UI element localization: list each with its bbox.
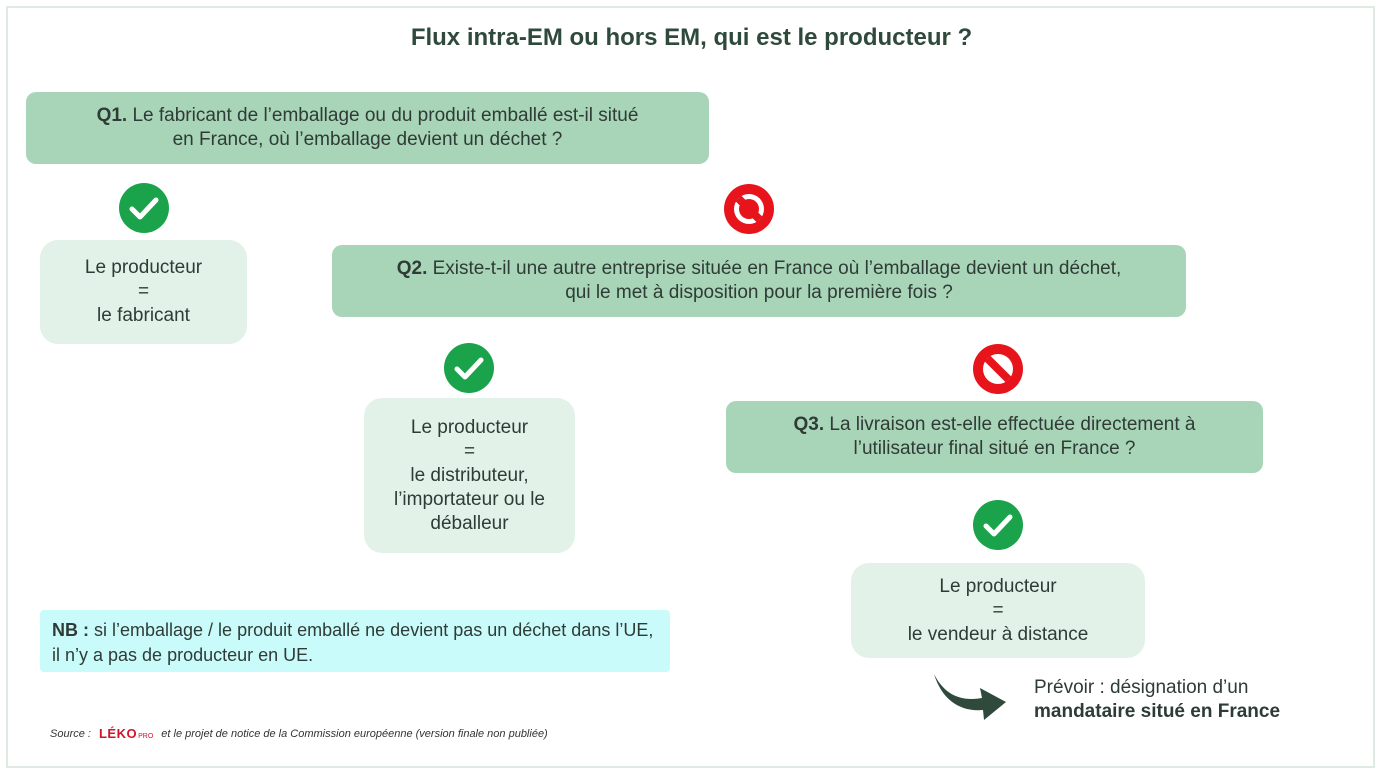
question-q2: Q2. Existe-t-il une autre entreprise sit…	[332, 245, 1186, 317]
check-circle-icon	[119, 183, 169, 233]
q2-text-line1: Existe-t-il une autre entreprise située …	[427, 258, 1122, 279]
answer-vendeur-line: le vendeur à distance	[907, 623, 1089, 645]
answer-distributeur-line: déballeur	[430, 512, 509, 534]
curved-arrow-icon	[934, 674, 1006, 720]
q2-label: Q2.	[396, 258, 428, 279]
source-text: et le projet de notice de la Commission …	[161, 727, 548, 740]
answer-distributeur: Le producteur = le distributeur, l’impor…	[364, 398, 575, 553]
mandataire-note-line1: Prévoir : désignation d’un	[1034, 677, 1249, 698]
nb-note: NB : si l’emballage / le produit emballé…	[40, 610, 670, 672]
leko-logo: LÉKO	[98, 726, 138, 741]
check-circle-icon	[973, 500, 1023, 550]
answer-distributeur-line: l’importateur ou le	[393, 488, 546, 510]
answer-fabricant-line: =	[137, 281, 150, 302]
leko-logo-sub: PRO	[138, 733, 154, 740]
answer-vendeur: Le producteur = le vendeur à distance	[851, 563, 1145, 658]
question-q1: Q1. Le fabricant de l’emballage ou du pr…	[26, 92, 709, 164]
answer-vendeur-line: Le producteur	[939, 575, 1057, 597]
source-credit: Source : LÉKO PRO et le projet de notice…	[50, 726, 548, 741]
answer-fabricant: Le producteur = le fabricant	[40, 240, 247, 344]
diagram-title: Flux intra-EM ou hors EM, qui est le pro…	[410, 24, 973, 51]
answer-distributeur-line: =	[463, 440, 476, 462]
q1-text-line1: Le fabricant de l’emballage ou du produi…	[127, 105, 639, 126]
q3-text-line1: La livraison est-elle effectuée directem…	[824, 414, 1196, 435]
answer-distributeur-line: le distributeur,	[410, 464, 529, 486]
check-circle-icon	[444, 343, 494, 393]
answer-vendeur-line: =	[992, 599, 1004, 621]
q3-label: Q3.	[793, 414, 825, 435]
answer-fabricant-line: le fabricant	[97, 305, 190, 326]
answer-distributeur-line: Le producteur	[410, 416, 529, 438]
nb-text: si l’emballage / le produit emballé ne d…	[52, 620, 654, 665]
question-q3: Q3. La livraison est-elle effectuée dire…	[726, 401, 1263, 473]
no-entry-icon	[973, 344, 1023, 394]
source-prefix: Source :	[50, 727, 91, 740]
q1-text-line2: en France, où l’emballage devient un déc…	[172, 129, 563, 150]
nb-label: NB :	[52, 620, 89, 640]
q3-text-line2: l’utilisateur final situé en France ?	[853, 438, 1136, 459]
mandataire-note-line2: mandataire situé en France	[1034, 701, 1281, 722]
answer-fabricant-line: Le producteur	[84, 257, 203, 278]
q2-text-line2: qui le met à disposition pour la premièr…	[565, 282, 953, 303]
mandataire-note: Prévoir : désignation d’un mandataire si…	[1034, 676, 1280, 724]
q1-label: Q1.	[96, 105, 128, 126]
no-entry-icon	[724, 184, 774, 234]
diagram-frame	[6, 6, 1375, 768]
